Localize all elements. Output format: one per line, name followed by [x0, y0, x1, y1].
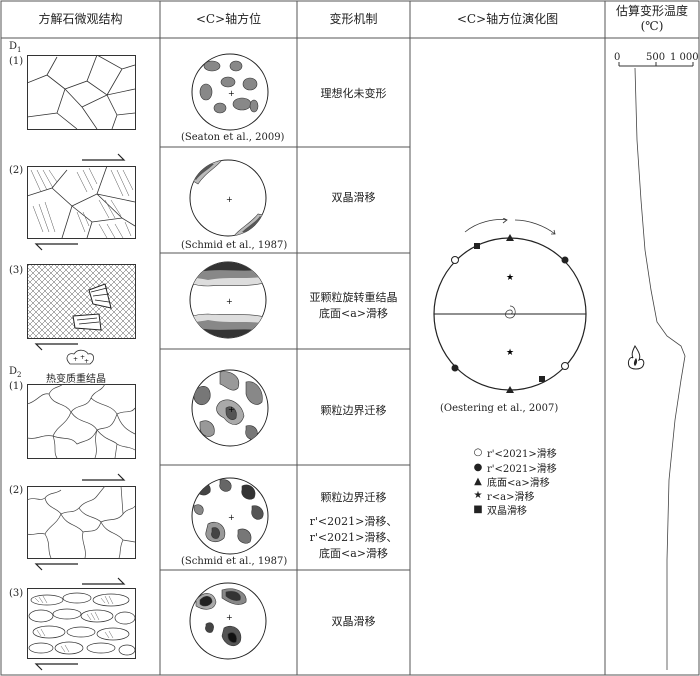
microstructure-subgrain — [27, 264, 136, 339]
c-axis-evolution-diagram: ★ ★ — [433, 218, 587, 393]
temperature-tick-500: 500 — [646, 52, 666, 63]
legend-item: ■双晶滑移 — [473, 504, 527, 517]
microstructure-twinned — [27, 166, 136, 239]
row-number: (2) — [9, 485, 24, 496]
row-number: (3) — [9, 588, 24, 599]
legend-item: ★r<a>滑移 — [473, 490, 535, 503]
svg-text:+: + — [226, 613, 233, 622]
filled-circle-icon: ● — [473, 462, 483, 473]
svg-text:+: + — [226, 297, 233, 306]
legend-item: ○r'<2021>滑移 — [473, 447, 557, 460]
stereonet-caption: (Seaton et al., 2009) — [181, 132, 285, 143]
group-d2-label: D2 — [9, 366, 22, 379]
row-number: (1) — [9, 381, 24, 392]
mechanism-row-3-line1: 亚颗粒旋转重结晶 — [309, 291, 398, 304]
mechanism-row-4: 颗粒边界迁移 — [320, 404, 387, 417]
svg-text:+: + — [73, 356, 78, 363]
mechanism-row-6: 双晶滑移 — [331, 615, 376, 628]
thermal-recrystallization-label: 热变质重结晶 — [46, 374, 106, 385]
shear-arrow-top-icon — [82, 577, 126, 585]
temperature-profile — [618, 62, 694, 670]
svg-text:+: + — [226, 195, 233, 204]
svg-text:★: ★ — [506, 348, 514, 358]
shear-arrow-bottom-icon — [34, 243, 78, 251]
mechanism-row-3: 亚颗粒旋转重结晶 底面<a>滑移 — [297, 290, 410, 322]
stereonet-caption: (Schmid et al., 1987) — [181, 556, 288, 567]
microstructure-gbm-slip — [27, 486, 136, 559]
svg-text:+: + — [84, 358, 89, 365]
header-microstructure: 方解石微观结构 — [38, 11, 123, 26]
temperature-tick-0: 0 — [614, 52, 621, 63]
header-c-axis: <C>轴方位 — [195, 11, 262, 26]
temperature-tick-1000: 1 000 — [670, 52, 699, 63]
shear-arrow-top-icon — [82, 473, 126, 481]
svg-text:+: + — [228, 513, 235, 522]
square-icon: ■ — [473, 504, 483, 515]
open-circle-icon: ○ — [473, 447, 483, 458]
evolution-symbols: ★ ★ — [451, 234, 569, 393]
triangle-icon: ▲ — [474, 476, 482, 487]
shear-arrow-top-icon — [82, 153, 126, 161]
svg-text:★: ★ — [506, 273, 514, 283]
mechanism-row-5-line4: 底面<a>滑移 — [319, 547, 388, 560]
c-axis-stereonet-4: + — [191, 369, 269, 447]
mechanism-row-3-line2: 底面<a>滑移 — [319, 307, 388, 320]
c-axis-stereonet-2: + — [189, 159, 267, 237]
svg-text:+: + — [228, 405, 235, 414]
c-axis-stereonet-5: + — [191, 477, 269, 555]
microstructure-twin-late — [27, 588, 136, 659]
mechanism-row-1: 理想化未变形 — [320, 87, 387, 100]
header-evolution: <C>轴方位演化图 — [456, 11, 559, 26]
svg-text:+: + — [228, 89, 235, 98]
header-temperature-title: 估算变形温度 — [615, 4, 688, 18]
mechanism-row-5-line1: 颗粒边界迁移 — [320, 491, 387, 504]
mechanism-row-5: 颗粒边界迁移 r'<2021>滑移、 r'<2021>滑移、 底面<a>滑移 — [297, 490, 410, 562]
group-d1-label: D1 — [9, 41, 22, 54]
legend-item: ●r'<2021>滑移 — [473, 462, 557, 475]
shear-arrow-bottom-icon — [34, 663, 78, 671]
header-mechanism: 变形机制 — [329, 11, 378, 26]
c-axis-stereonet-6: + — [189, 582, 267, 660]
mechanism-row-2: 双晶滑移 — [331, 191, 376, 204]
heat-flame-icon: +++ — [66, 349, 94, 365]
mechanism-row-5-line2: r'<2021>滑移、 — [309, 515, 398, 528]
svg-text:+: + — [80, 354, 85, 361]
stereonet-caption: (Schmid et al., 1987) — [181, 240, 288, 251]
star-icon: ★ — [473, 490, 483, 501]
shear-arrow-bottom-icon — [34, 563, 78, 571]
legend-item: ▲底面<a>滑移 — [472, 474, 550, 489]
evolution-caption: (Oestering et al., 2007) — [440, 403, 559, 414]
header-temperature-unit: (℃) — [640, 19, 664, 33]
microstructure-gbm — [27, 384, 136, 459]
header-temperature: 估算变形温度 (℃) — [605, 0, 699, 38]
c-axis-stereonet-1: + — [191, 53, 269, 131]
row-number: (2) — [9, 165, 24, 176]
microstructure-undeformed — [27, 55, 136, 130]
mechanism-row-5-line3: r'<2021>滑移、 — [309, 531, 398, 544]
row-number: (3) — [9, 265, 24, 276]
c-axis-stereonet-3: + — [189, 261, 267, 339]
row-number: (1) — [9, 56, 24, 67]
flame-icon — [628, 345, 645, 370]
shear-arrow-bottom-icon — [34, 343, 78, 351]
